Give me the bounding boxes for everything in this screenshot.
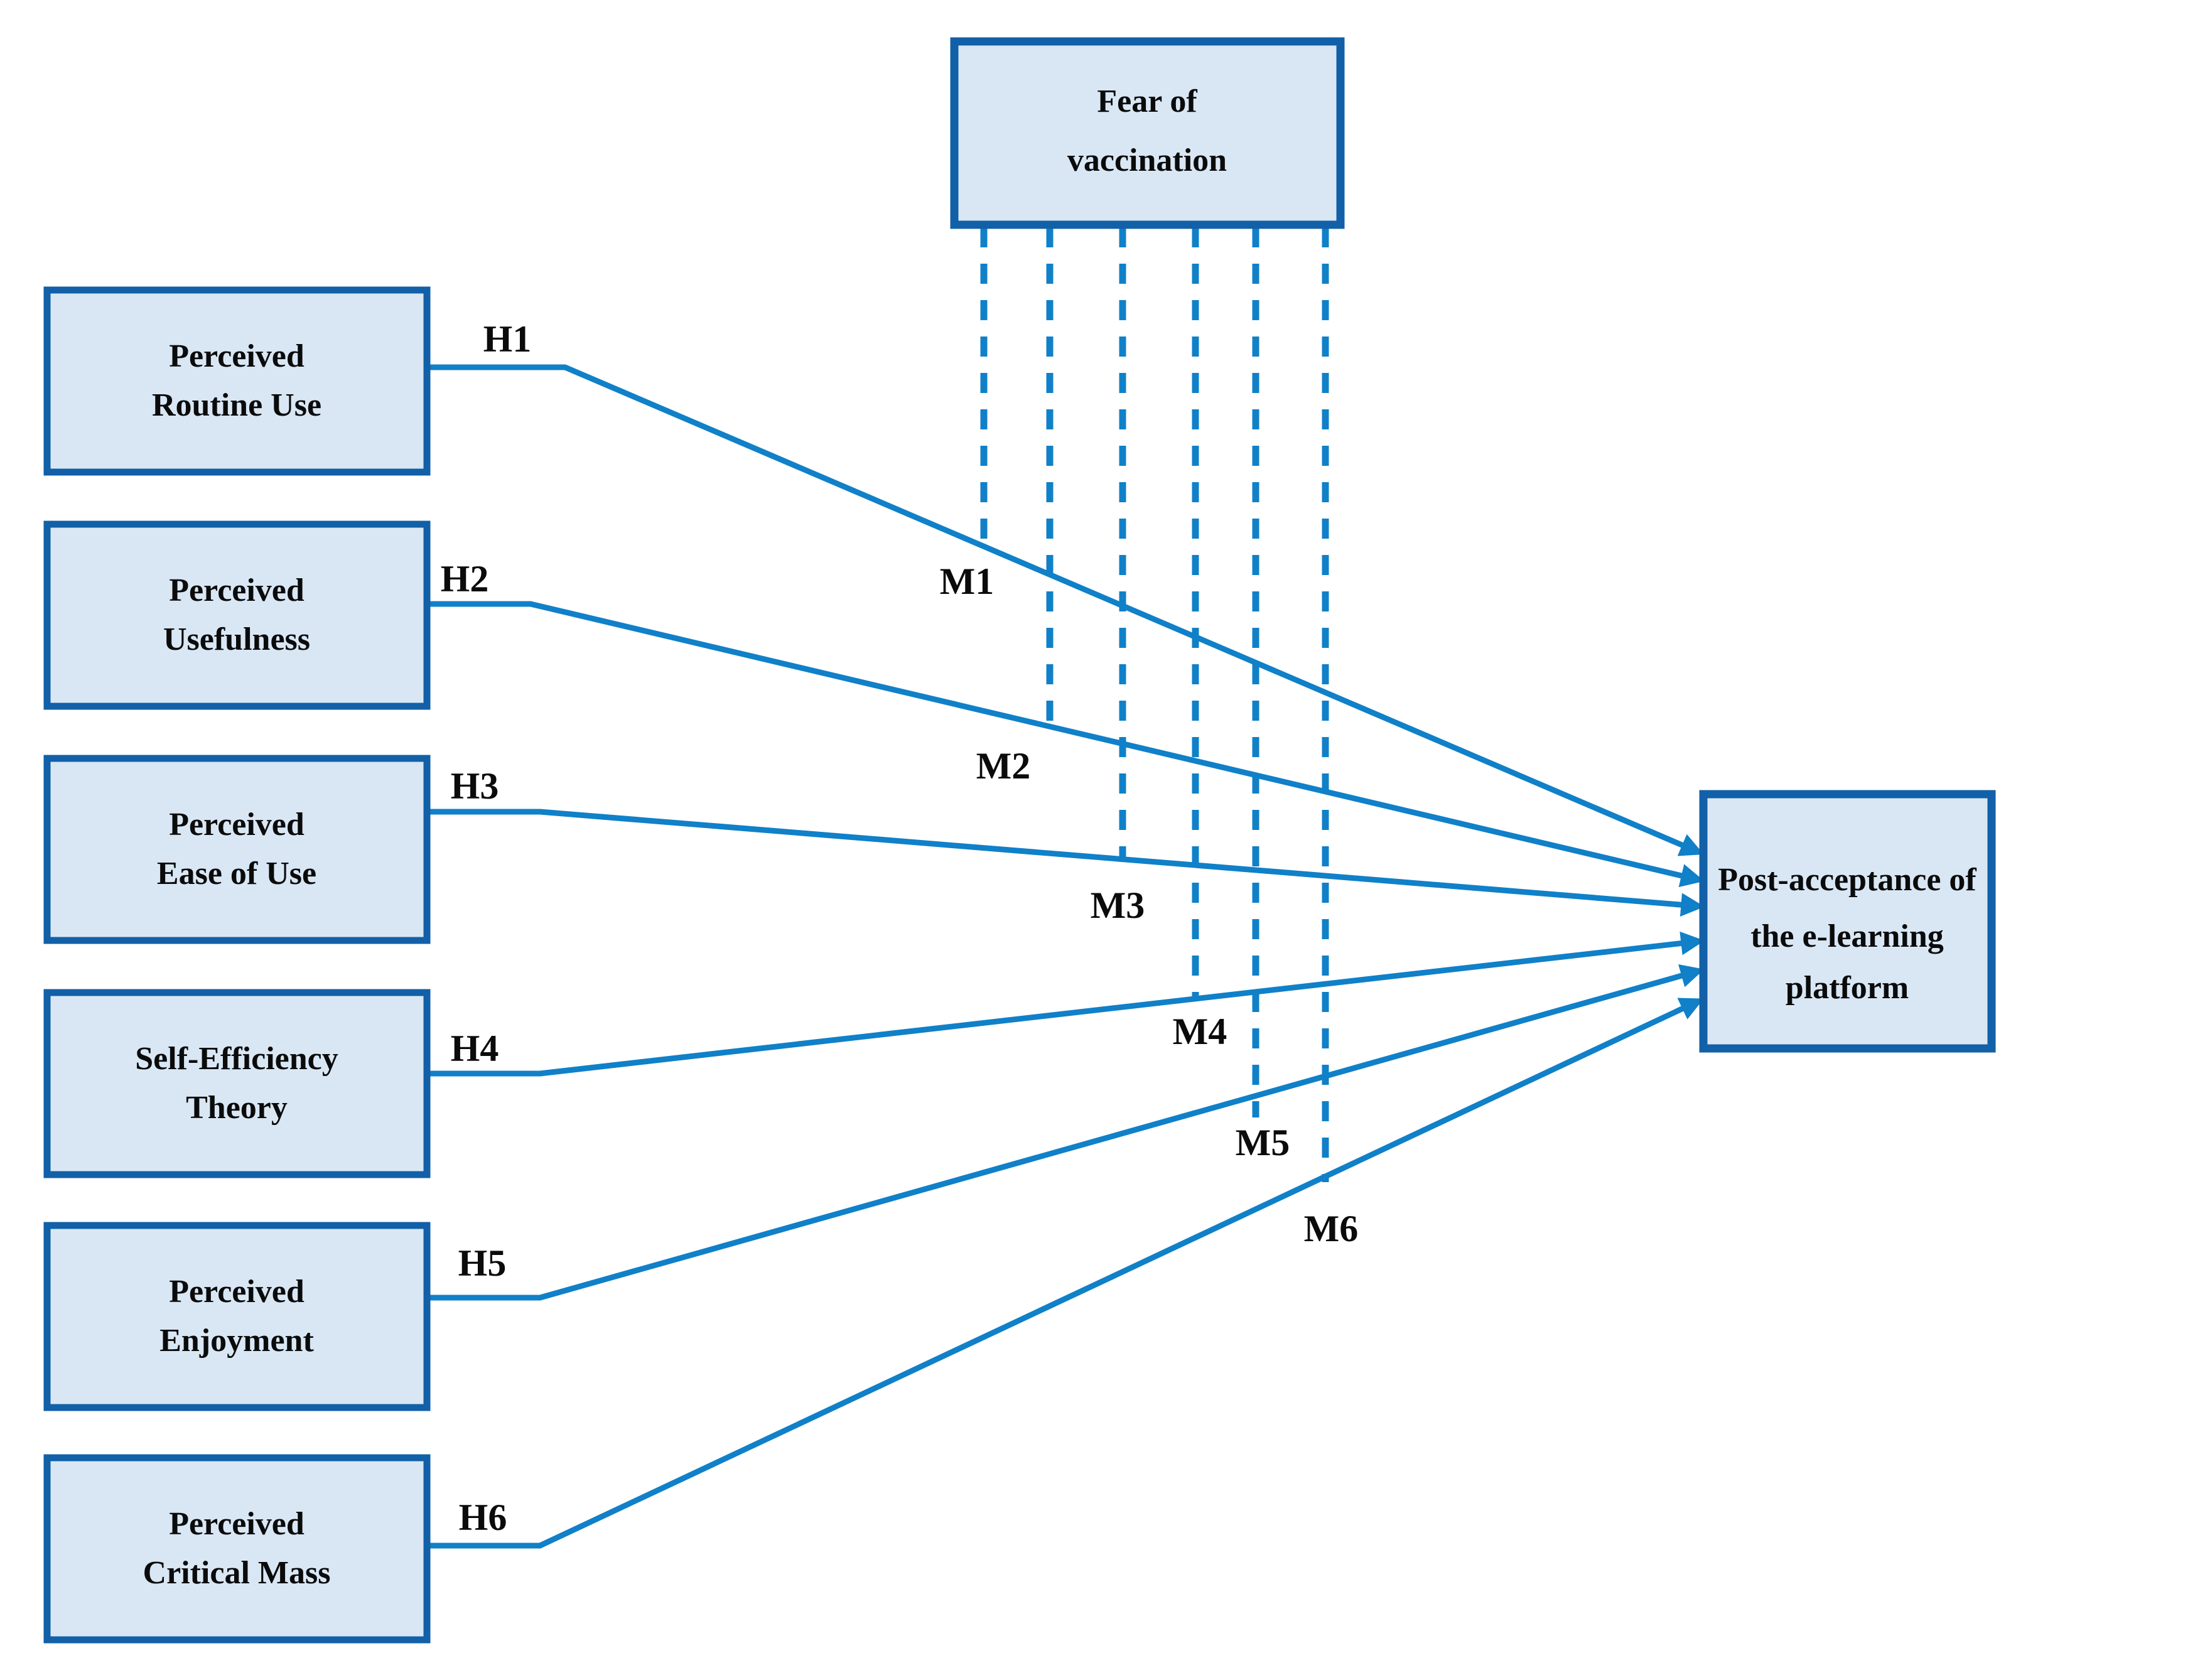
m1-label: M1 xyxy=(940,561,995,602)
m2-label: M2 xyxy=(976,745,1031,787)
h3-label: H3 xyxy=(451,765,499,807)
h6-label: H6 xyxy=(459,1497,507,1538)
construct-box-rect xyxy=(43,286,431,476)
hypothesis-paths xyxy=(427,364,1705,1549)
construct-box-perceived-routine-use: Perceived Routine Use xyxy=(43,286,431,476)
construct-box-rect xyxy=(43,989,431,1178)
h1-label: H1 xyxy=(483,318,532,360)
construct-label-line1: Perceived xyxy=(169,338,305,374)
m6-label: M6 xyxy=(1304,1208,1359,1249)
construct-label-line1: Perceived xyxy=(169,573,305,608)
moderator-label-line2: vaccination xyxy=(1067,143,1227,178)
construct-box-self-efficiency-theory: Self-Efficiency Theory xyxy=(43,989,431,1178)
construct-label-line2: Routine Use xyxy=(152,387,321,423)
h1-arrow-path xyxy=(427,364,1704,856)
construct-label-line1: Perceived xyxy=(169,1274,305,1310)
construct-label-line2: Usefulness xyxy=(163,622,310,657)
moderator-label-line1: Fear of xyxy=(1097,83,1197,119)
h2-label: H2 xyxy=(441,558,489,600)
hypothesis-labels: H1 H2 H3 H4 H5 H6 xyxy=(441,318,532,1538)
h4-label: H4 xyxy=(451,1028,499,1069)
construct-label-line2: Theory xyxy=(186,1090,288,1126)
outcome-label-line2: the e-learning xyxy=(1750,918,1944,954)
construct-box-perceived-enjoyment: Perceived Enjoyment xyxy=(43,1222,431,1411)
outcome-box-post-acceptance: Post-acceptance of the e-learning platfo… xyxy=(1699,790,1996,1053)
construct-box-rect xyxy=(43,755,431,944)
construct-box-perceived-usefulness: Perceived Usefulness xyxy=(43,520,431,710)
h2-arrow-path xyxy=(427,601,1705,888)
construct-label-line1: Perceived xyxy=(169,807,305,843)
outcome-box-rect xyxy=(1699,790,1996,1053)
construct-label-line2: Ease of Use xyxy=(157,856,316,891)
h6-arrow-path xyxy=(427,998,1704,1549)
h5-label: H5 xyxy=(458,1242,507,1284)
construct-label-line2: Enjoyment xyxy=(159,1323,314,1359)
moderation-dashed-lines xyxy=(980,227,1329,1182)
moderator-box-rect xyxy=(950,37,1345,229)
moderation-labels: M1 M2 M3 M4 M5 M6 xyxy=(940,561,1359,1249)
construct-box-rect xyxy=(43,1454,431,1644)
outcome-label-line1: Post-acceptance of xyxy=(1718,862,1976,898)
moderator-box-fear-of-vaccination: Fear of vaccination xyxy=(950,37,1345,229)
h3-arrow-path xyxy=(427,809,1705,917)
construct-box-perceived-ease-of-use: Perceived Ease of Use xyxy=(43,755,431,944)
construct-box-rect xyxy=(43,520,431,710)
construct-label-line1: Perceived xyxy=(169,1506,305,1542)
construct-box-rect xyxy=(43,1222,431,1411)
h5-arrow-path xyxy=(427,964,1705,1301)
construct-box-perceived-critical-mass: Perceived Critical Mass xyxy=(43,1454,431,1644)
construct-label-line2: Critical Mass xyxy=(143,1555,331,1591)
construct-label-line1: Self-Efficiency xyxy=(135,1041,338,1077)
m4-label: M4 xyxy=(1173,1011,1227,1052)
outcome-label-line3: platform xyxy=(1786,970,1909,1006)
m5-label: M5 xyxy=(1236,1122,1290,1163)
h4-arrow-path xyxy=(427,931,1705,1077)
m3-label: M3 xyxy=(1091,885,1145,926)
